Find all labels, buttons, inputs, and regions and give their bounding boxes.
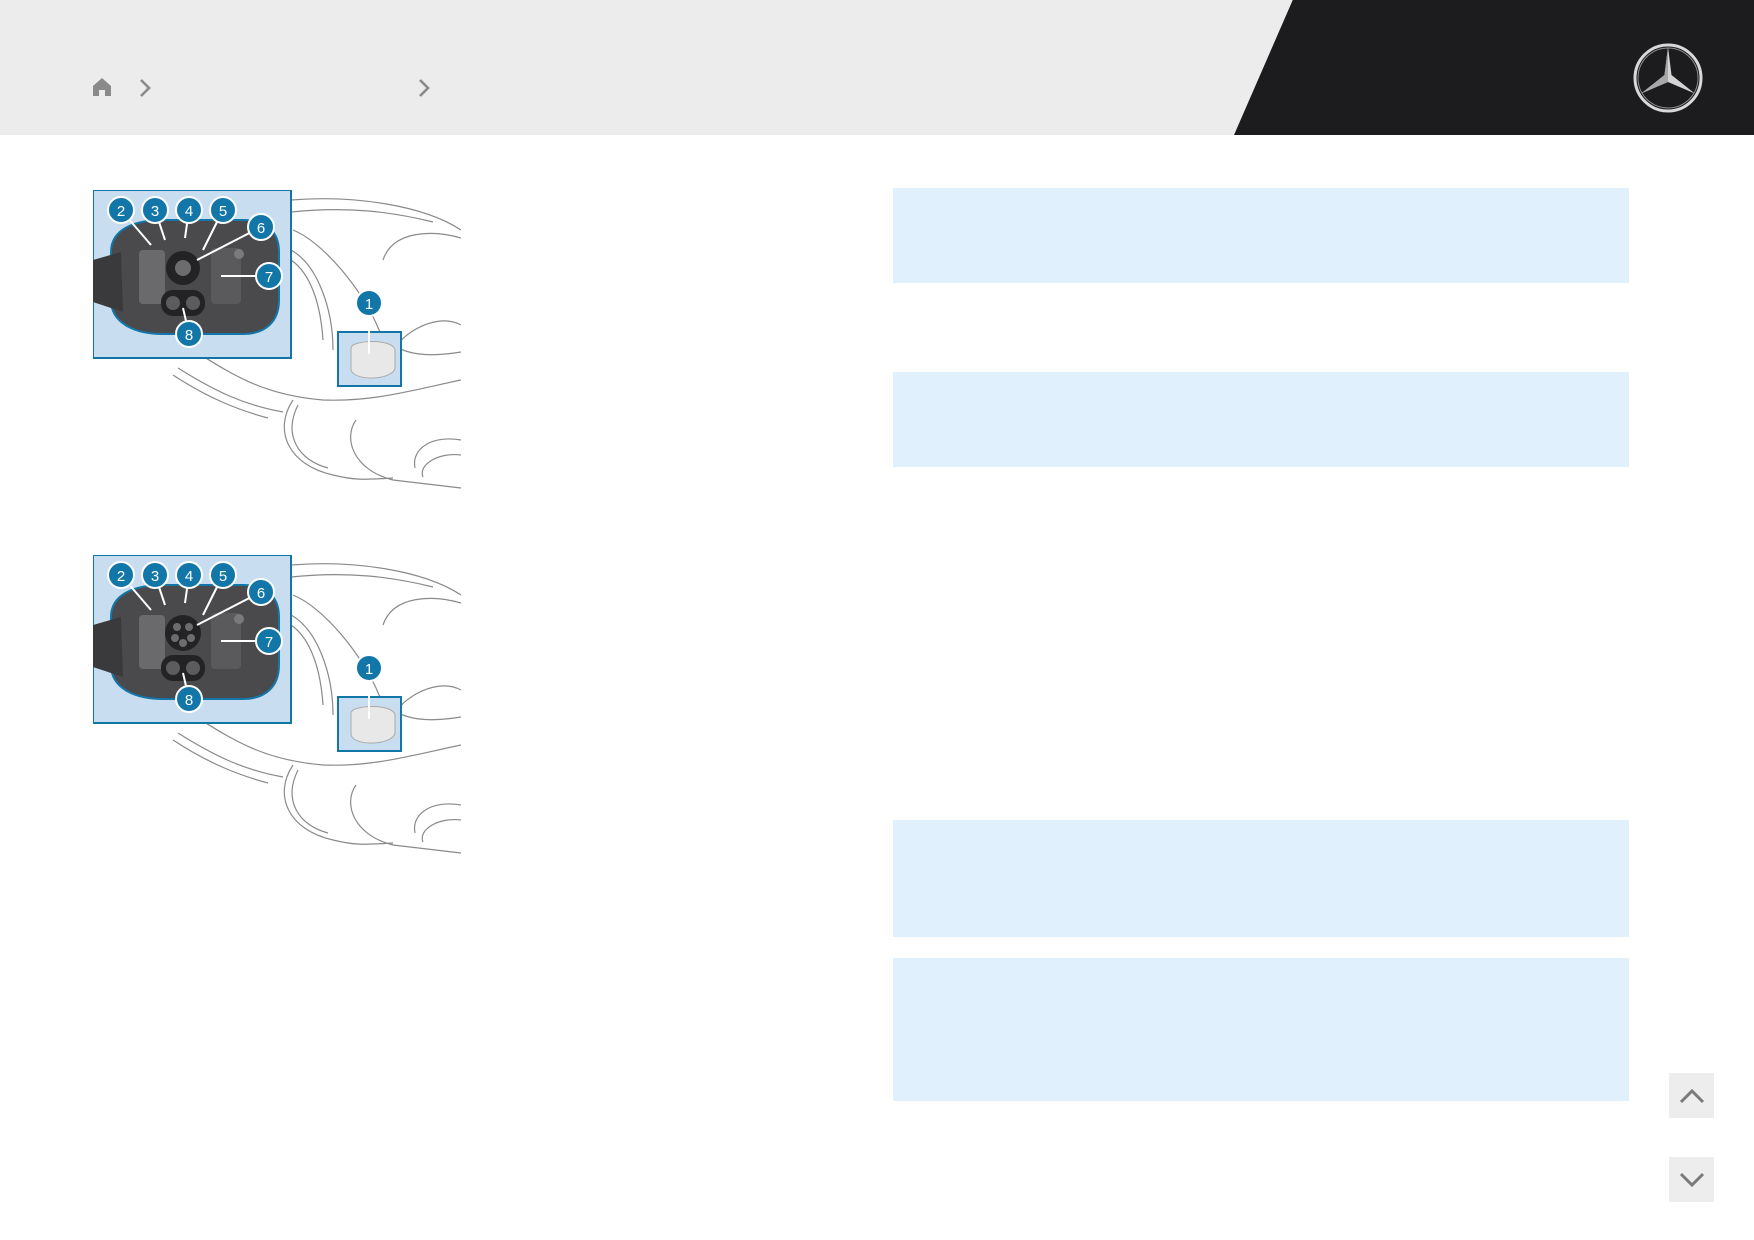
charging-socket-figure-2: 2 3 4 5 6 7 8 1 [93, 555, 461, 860]
svg-text:5: 5 [219, 203, 227, 220]
mercedes-star-icon[interactable] [1632, 42, 1704, 114]
page-header [0, 0, 1754, 135]
chevron-down-icon [1679, 1172, 1704, 1187]
charging-socket-illustration: 2 3 4 5 6 7 8 1 [93, 190, 461, 489]
callout-8: 8 [175, 685, 203, 713]
svg-text:3: 3 [151, 568, 159, 585]
callout-2: 2 [107, 196, 135, 224]
chevron-right-icon [140, 79, 151, 97]
callout-6: 6 [247, 213, 275, 241]
callout-7: 7 [255, 262, 283, 290]
svg-text:7: 7 [265, 269, 273, 286]
callout-3: 3 [141, 561, 169, 589]
svg-text:8: 8 [185, 692, 193, 709]
home-icon[interactable] [91, 76, 113, 98]
callout-6: 6 [247, 578, 275, 606]
note-box-4 [893, 958, 1629, 1101]
svg-text:6: 6 [257, 585, 265, 602]
svg-text:2: 2 [117, 203, 125, 220]
svg-text:8: 8 [185, 327, 193, 344]
svg-text:5: 5 [219, 568, 227, 585]
charging-socket-figure-1: 2 3 4 5 6 7 8 1 [93, 190, 461, 495]
note-box-3 [893, 820, 1629, 937]
charging-socket-illustration: 2 3 4 5 6 7 8 1 [93, 555, 461, 854]
callout-3: 3 [141, 196, 169, 224]
chevron-right-icon [419, 79, 430, 97]
svg-text:3: 3 [151, 203, 159, 220]
callout-1: 1 [355, 289, 383, 317]
svg-text:4: 4 [185, 203, 193, 220]
callout-1: 1 [355, 654, 383, 682]
svg-text:7: 7 [265, 634, 273, 651]
scroll-up-button[interactable] [1669, 1073, 1714, 1118]
callout-2: 2 [107, 561, 135, 589]
note-box-1 [893, 188, 1629, 283]
callout-4: 4 [175, 561, 203, 589]
svg-text:1: 1 [365, 661, 373, 678]
svg-text:1: 1 [365, 296, 373, 313]
scroll-down-button[interactable] [1669, 1157, 1714, 1202]
callout-7: 7 [255, 627, 283, 655]
svg-text:2: 2 [117, 568, 125, 585]
callout-8: 8 [175, 320, 203, 348]
note-box-2 [893, 372, 1629, 467]
callout-5: 5 [209, 561, 237, 589]
callout-5: 5 [209, 196, 237, 224]
svg-text:4: 4 [185, 568, 193, 585]
svg-text:6: 6 [257, 220, 265, 237]
callout-4: 4 [175, 196, 203, 224]
chevron-up-icon [1679, 1088, 1704, 1103]
